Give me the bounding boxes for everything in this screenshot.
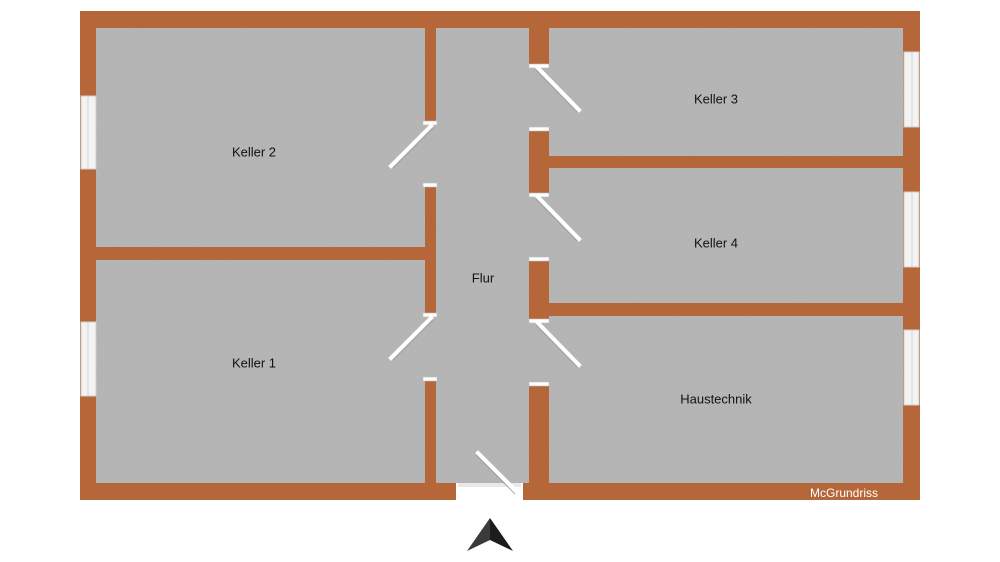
door-leaves [388,65,582,495]
room-label-keller-4: Keller 4 [693,235,739,251]
door-haustechnik [535,320,582,368]
room-label-flur: Flur [471,270,495,286]
entrance-opening [456,483,523,500]
watermark: McGrundriss [810,486,879,500]
room-label-haustechnik: Haustechnik [680,391,752,407]
door-keller-2 [388,123,434,169]
door-frames [422,63,550,387]
room-label-keller-3: Keller 3 [693,91,739,107]
entrance-threshold [458,483,521,487]
door-keller-1 [388,315,434,361]
opening-keller3 [529,65,549,129]
opening-keller4 [529,194,549,258]
room-label-keller-1: Keller 1 [231,355,277,371]
opening-keller2 [425,122,436,186]
opening-haustechnik [529,320,549,384]
north-arrow-icon [467,518,513,551]
floor-texture [96,28,903,483]
door-keller-3 [535,65,582,113]
door-keller-4 [535,194,582,242]
room-label-keller-2: Keller 2 [231,144,277,160]
opening-keller1 [425,316,436,378]
door-entrance [475,450,520,495]
